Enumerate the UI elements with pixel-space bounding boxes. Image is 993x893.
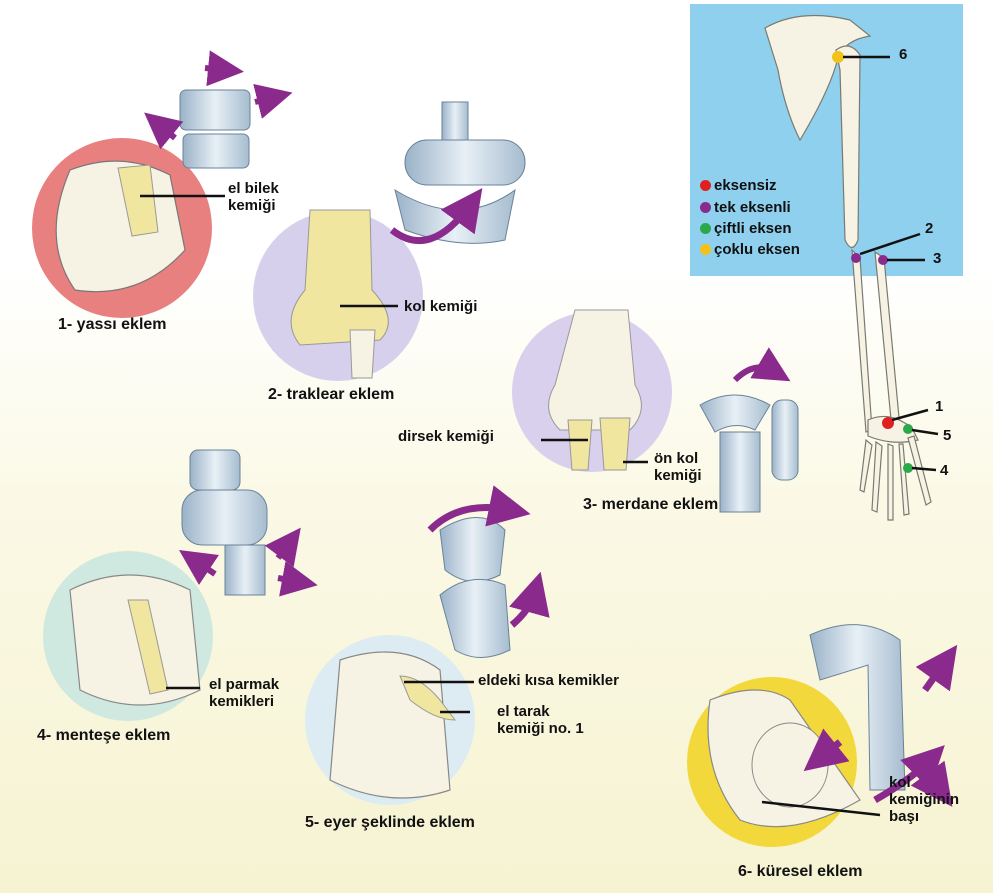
purple-dot-icon	[700, 202, 711, 213]
marker-5: 5	[943, 427, 951, 444]
caption-saddle: 5- eyer şeklinde eklem	[305, 814, 475, 831]
saddle-joint-illustration	[305, 508, 535, 806]
caption-planar: 1- yassı eklem	[58, 316, 167, 333]
label-el-bilek: el bilek kemiği	[228, 180, 279, 214]
caption-ball-socket: 6- küresel eklem	[738, 863, 863, 880]
marker-3: 3	[933, 250, 941, 267]
legend-coklu-eksen: çoklu eksen	[700, 241, 800, 258]
green-dot-icon	[700, 223, 711, 234]
marker-4: 4	[940, 462, 948, 479]
legend-eksensiz: eksensiz	[700, 177, 777, 194]
marker-1: 1	[935, 398, 943, 415]
marker-6: 6	[899, 46, 907, 63]
label-eldeki: eldeki kısa kemikler	[478, 672, 619, 689]
marker-2: 2	[925, 220, 933, 237]
label-el-tarak: el tarak kemiği no. 1	[497, 703, 584, 737]
caption-pivot: 3- merdane eklem	[583, 496, 718, 513]
yellow-dot-icon	[700, 244, 711, 255]
label-kol-basi: kol kemiğinin başı	[889, 774, 959, 825]
label-el-parmak: el parmak kemikleri	[209, 676, 279, 710]
label-on-kol: ön kol kemiği	[654, 450, 702, 484]
caption-condyloid: 4- menteşe eklem	[37, 727, 170, 744]
caption-trochlear: 2- traklear eklem	[268, 386, 394, 403]
trochlear-joint-illustration	[253, 102, 525, 381]
label-dirsek: dirsek kemiği	[398, 428, 494, 445]
legend-ciftli-eksen: çiftli eksen	[700, 220, 792, 237]
label-kol-kemigi: kol kemiği	[404, 298, 477, 315]
legend-tek-eksenli: tek eksenli	[700, 199, 791, 216]
red-dot-icon	[700, 180, 711, 191]
